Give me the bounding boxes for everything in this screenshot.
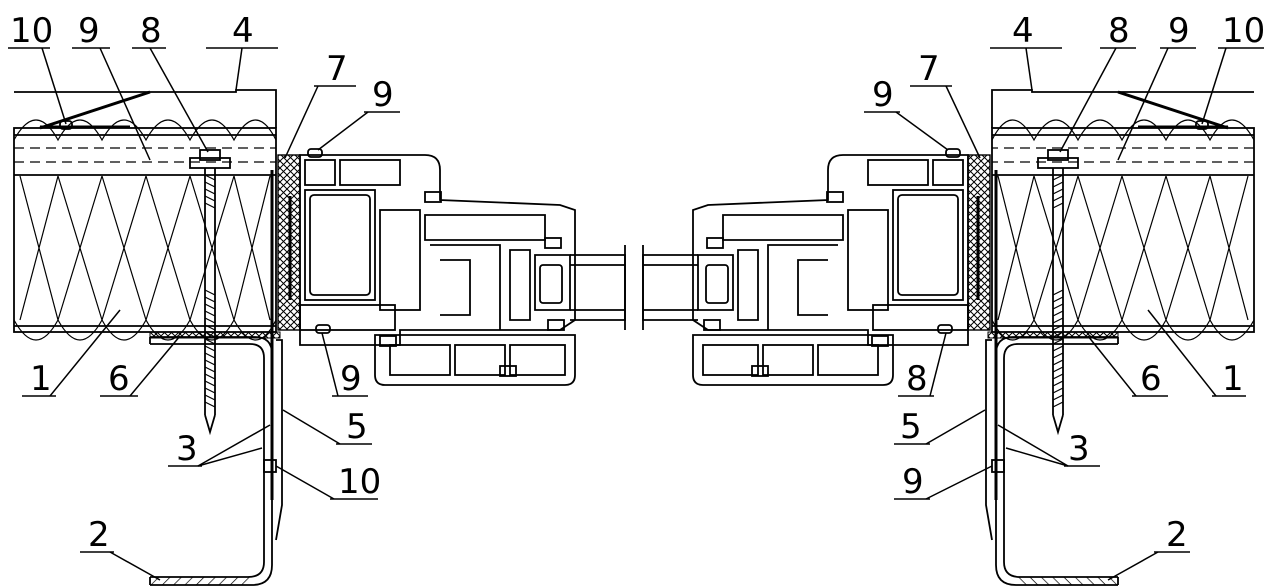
left-assembly bbox=[12, 88, 627, 587]
label-2: 2 bbox=[88, 515, 110, 555]
right-callouts: 9 7 4 8 9 10 8 6 1 5 3 9 bbox=[864, 11, 1265, 581]
right-assembly bbox=[641, 88, 1256, 587]
left-callouts: 10 9 8 4 7 9 1 6 9 5 3 10 bbox=[8, 11, 400, 581]
label-10: 10 bbox=[10, 11, 53, 51]
label-10: 10 bbox=[338, 462, 381, 502]
label-1: 1 bbox=[30, 359, 52, 399]
label-4: 4 bbox=[232, 11, 254, 51]
label-2: 2 bbox=[1166, 515, 1188, 555]
label-8: 8 bbox=[140, 11, 162, 51]
label-8: 8 bbox=[1108, 11, 1130, 51]
label-9: 9 bbox=[340, 359, 362, 399]
label-6: 6 bbox=[1140, 359, 1162, 399]
label-9: 9 bbox=[872, 75, 894, 115]
label-5: 5 bbox=[900, 407, 922, 447]
label-8: 8 bbox=[906, 359, 928, 399]
label-7: 7 bbox=[326, 49, 348, 89]
label-3: 3 bbox=[176, 429, 198, 469]
label-7: 7 bbox=[918, 49, 940, 89]
label-5: 5 bbox=[346, 407, 368, 447]
label-3: 3 bbox=[1068, 429, 1090, 469]
label-10: 10 bbox=[1222, 11, 1265, 51]
label-6: 6 bbox=[108, 359, 130, 399]
label-9: 9 bbox=[372, 75, 394, 115]
label-9: 9 bbox=[1168, 11, 1190, 51]
label-9: 9 bbox=[902, 462, 924, 502]
label-9: 9 bbox=[78, 11, 100, 51]
label-1: 1 bbox=[1222, 359, 1244, 399]
label-4: 4 bbox=[1012, 11, 1034, 51]
